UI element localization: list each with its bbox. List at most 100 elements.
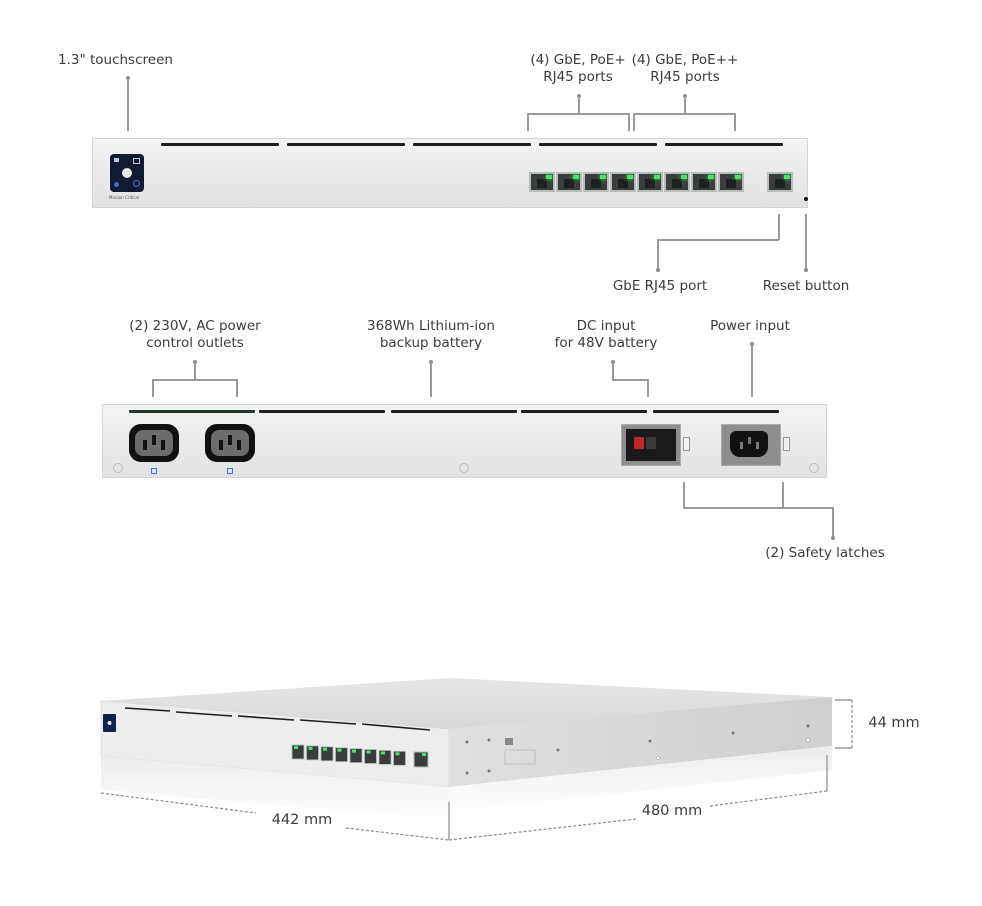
port-socket	[775, 179, 785, 188]
link-led	[627, 175, 633, 179]
width-dimension-line	[100, 792, 257, 814]
link-led-3d	[395, 752, 400, 756]
callout-dot	[656, 268, 660, 272]
link-led	[654, 175, 660, 179]
safety-latch-2[interactable]	[783, 437, 790, 451]
regulatory-label	[504, 749, 536, 765]
front-chassis: Mission Critical	[92, 138, 808, 208]
link-led-3d	[323, 747, 327, 751]
vent-slot	[539, 143, 657, 146]
power-pin	[748, 437, 751, 444]
vent-slot	[653, 410, 779, 413]
link-led-3d	[337, 748, 342, 752]
callout-line	[194, 362, 196, 380]
callout-touchscreen: 1.3" touchscreen	[58, 52, 173, 68]
outlet-pin	[237, 440, 241, 450]
dc-black-terminal	[646, 437, 656, 449]
callout-dc-input: DC input for 48V battery	[548, 318, 664, 352]
safety-latch-1[interactable]	[683, 437, 690, 451]
port-socket	[672, 179, 682, 188]
rj45-port-3[interactable]	[583, 172, 609, 192]
link-led	[784, 175, 790, 179]
callout-line	[778, 214, 780, 240]
link-led	[681, 175, 687, 179]
callout-line	[612, 379, 648, 381]
rj45-port-2[interactable]	[556, 172, 582, 192]
vent-slot	[124, 707, 171, 712]
callout-bracket	[628, 113, 630, 131]
link-led-3d	[381, 751, 385, 755]
port-socket	[645, 179, 655, 188]
callout-line	[782, 482, 784, 508]
link-led	[546, 175, 552, 179]
power-input-connector[interactable]	[721, 424, 781, 466]
reset-button[interactable]	[804, 197, 808, 201]
rj45-port-8[interactable]	[718, 172, 744, 192]
ground-screw-icon	[459, 463, 469, 473]
link-led	[573, 175, 579, 179]
dc-input-connector[interactable]	[621, 424, 681, 466]
callout-poe-plus-plus-line2: RJ45 ports	[650, 69, 720, 85]
callout-ac-line2: control outlets	[146, 335, 244, 351]
brand-label: Mission Critical	[109, 195, 140, 200]
port-socket	[591, 179, 601, 188]
width-dimension-line	[345, 827, 450, 841]
callout-poe-plus-plus-line1: (4) GbE, PoE++	[631, 52, 739, 68]
device-side-face	[449, 697, 832, 787]
link-led-3d	[352, 749, 356, 753]
link-led-3d	[366, 750, 371, 754]
ac-outlet-1[interactable]	[129, 424, 179, 462]
rj45-ports-3d	[291, 744, 406, 766]
rj45-port-5[interactable]	[637, 172, 663, 192]
touchscreen[interactable]	[110, 154, 144, 192]
device-reflection	[449, 746, 832, 812]
callout-dot	[831, 536, 835, 540]
qr-code-label	[505, 738, 513, 745]
vent-slot	[665, 143, 783, 146]
callout-bracket	[152, 379, 237, 381]
callout-dc-line1: DC input	[576, 318, 636, 334]
callout-line	[805, 214, 807, 269]
vent-slot	[259, 410, 385, 413]
link-led	[600, 175, 606, 179]
callout-poe-plus-ports: (4) GbE, PoE+ RJ45 ports	[526, 52, 630, 86]
callout-line	[647, 379, 649, 397]
power-socket	[730, 431, 768, 457]
callout-line	[751, 344, 753, 397]
screen-center-button-icon	[122, 168, 132, 178]
callout-ac-line1: (2) 230V, AC power	[129, 318, 261, 334]
ac-outlet-2[interactable]	[205, 424, 255, 462]
vent-slot	[161, 143, 279, 146]
callout-bracket	[633, 113, 735, 115]
screen-settings-icon	[114, 182, 119, 187]
dimension-width-label: 442 mm	[271, 812, 333, 828]
callout-line	[127, 78, 129, 131]
link-led-3d	[294, 746, 298, 749]
uplink-led-3d	[422, 753, 426, 756]
callout-poe-plus-line2: RJ45 ports	[543, 69, 613, 85]
screen-power-icon	[133, 180, 140, 187]
callout-line	[683, 482, 685, 508]
outlet-pin	[228, 435, 232, 445]
callout-poe-plus-plus-ports: (4) GbE, PoE++ RJ45 ports	[630, 52, 740, 86]
outlet-pin	[219, 440, 223, 450]
gbe-uplink-port[interactable]	[767, 172, 793, 192]
rj45-port-4[interactable]	[610, 172, 636, 192]
rj45-port-1[interactable]	[529, 172, 555, 192]
outlet-1-led	[151, 468, 157, 474]
callout-line	[832, 507, 834, 537]
outlet-2-led	[227, 468, 233, 474]
vent-slot	[299, 719, 357, 725]
dimension-depth-label: 480 mm	[641, 803, 703, 819]
side-screw	[465, 740, 469, 744]
callout-bracket	[734, 113, 736, 131]
port-socket	[726, 179, 736, 188]
rj45-port-7[interactable]	[691, 172, 717, 192]
outlet-pin	[152, 435, 156, 445]
dc-red-terminal	[634, 437, 644, 449]
rj45-port-6[interactable]	[664, 172, 690, 192]
port-socket	[618, 179, 628, 188]
callout-power-input: Power input	[710, 318, 790, 334]
